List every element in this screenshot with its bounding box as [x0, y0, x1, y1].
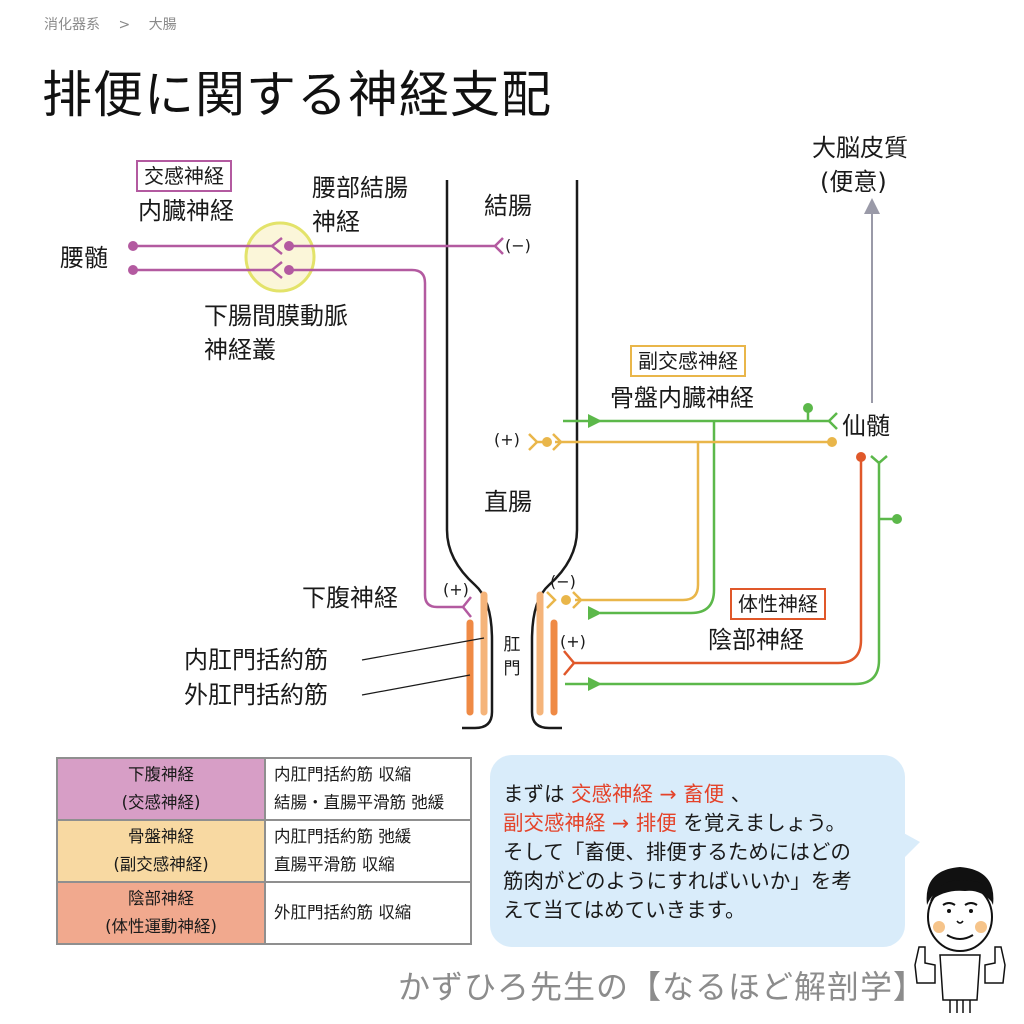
cortex-label-2: (便意) [820, 168, 887, 196]
lumbar-cord-label: 腰髄 [60, 244, 108, 272]
leader-internal [361, 637, 485, 661]
bubble-text-plain: を覚えましょう。 [676, 811, 847, 835]
leader-external [361, 674, 471, 696]
splanchnic-nerve-label: 内臓神経 [138, 197, 234, 225]
effect: 内肛門括約筋 収縮 [274, 765, 412, 784]
anus-label-1: 肛 [503, 635, 521, 655]
breadcrumb: 消化器系 > 大腸 [44, 14, 191, 34]
pudendal-motor-pathway [563, 459, 863, 676]
somatic-box-label: 体性神経 [730, 588, 826, 620]
internal-inhibit-sign: (−) [550, 572, 576, 591]
pelvic-node [803, 403, 813, 413]
pelvic-arrow-bottom [588, 606, 602, 620]
breadcrumb-item-digestive[interactable]: 消化器系 [44, 17, 100, 33]
colon-inhibit-sign: (−) [505, 236, 531, 255]
effect: 結腸・直腸平滑筋 弛緩 [274, 793, 445, 812]
bubble-text-highlight: 交感神経 → 畜便 [571, 782, 725, 806]
nerve-function-table: 下腹神経 (交感神経) 内肛門括約筋 収縮 結腸・直腸平滑筋 弛緩 骨盤神経 (… [56, 757, 472, 945]
nerve-type: (体性運動神経) [105, 917, 217, 936]
rectum-excite-sign: (+) [494, 430, 520, 449]
external-sphincter-label: 外肛門括約筋 [184, 681, 328, 709]
plexus-label-2: 神経叢 [204, 336, 276, 364]
effect: 内肛門括約筋 弛緩 [274, 827, 412, 846]
table-cell-nerve: 骨盤神経 (副交感神経) [56, 819, 266, 883]
bubble-text-line: そして「畜便、排便するためにはどの [503, 840, 851, 864]
bubble-text-plain: まずは [503, 782, 572, 806]
pelvic-sensory-pathway [563, 410, 838, 615]
table-cell-effects: 内肛門括約筋 弛緩 直腸平滑筋 収縮 [264, 819, 472, 883]
parasympathetic-box-label: 副交感神経 [630, 345, 746, 377]
speech-bubble [490, 755, 905, 947]
external-excite-sign: (+) [560, 632, 586, 651]
speech-bubble-tail [880, 820, 920, 882]
nerve-name: 陰部神経 [128, 889, 194, 908]
table-cell-nerve: 陰部神経 (体性運動神経) [56, 881, 266, 945]
pelvic-nerve-label: 骨盤内臓神経 [610, 384, 754, 412]
breadcrumb-separator: > [118, 17, 131, 33]
bubble-text-plain: 、 [724, 782, 752, 806]
brand-footer: かずひろ先生の【なるほど解剖学】 [398, 968, 927, 1006]
pudendal-nerve-label: 陰部神経 [708, 626, 804, 654]
pudendal-sensory-node [892, 514, 902, 524]
colon-right-wall [530, 180, 579, 730]
hypogastric-nerve-label: 下腹神経 [302, 584, 398, 612]
internal-sphincter-label: 内肛門括約筋 [184, 646, 328, 674]
pudendal-motor-node [856, 452, 866, 462]
table-cell-effects: 外肛門括約筋 収縮 [264, 881, 472, 945]
speech-bubble-text: まずは 交感神経 → 畜便 、 副交感神経 → 排便 を覚えましょう。 そして「… [503, 780, 852, 925]
lumbar-colonic-label-2: 神経 [312, 208, 360, 236]
plexus-ganglion [244, 221, 316, 293]
colon-label: 結腸 [484, 192, 532, 220]
rectum-label: 直腸 [484, 488, 532, 516]
table-cell-nerve: 下腹神経 (交感神経) [56, 757, 266, 821]
sympathetic-box-label: 交感神経 [136, 160, 232, 192]
anus-label-2: 門 [503, 659, 521, 679]
plexus-label: 下腸間膜動脈 [204, 302, 348, 330]
cortex-arrowhead [864, 198, 880, 214]
table-row: 陰部神経 (体性運動神経) 外肛門括約筋 収縮 [56, 881, 472, 945]
sympathetic-pathway [133, 237, 504, 618]
effect: 外肛門括約筋 収縮 [274, 903, 412, 922]
pudendal-arrow [588, 677, 602, 691]
cortex-label: 大脳皮質 [812, 134, 908, 162]
nerve-type: (交感神経) [121, 793, 201, 812]
nerve-type: (副交感神経) [113, 855, 209, 874]
colon-left-wall [445, 180, 494, 730]
hypogastric-sign: (+) [443, 580, 469, 599]
table-row: 骨盤神経 (副交感神経) 内肛門括約筋 弛緩 直腸平滑筋 収縮 [56, 819, 472, 883]
bubble-text-highlight: 副交感神経 → 排便 [503, 811, 677, 835]
sympathetic-nodes [128, 241, 294, 275]
sacral-cord-label: 仙髄 [842, 412, 890, 440]
nerve-name: 骨盤神経 [128, 827, 194, 846]
table-cell-effects: 内肛門括約筋 収縮 結腸・直腸平滑筋 弛緩 [264, 757, 472, 821]
effect: 直腸平滑筋 収縮 [274, 855, 395, 874]
page-title: 排便に関する神経支配 [42, 66, 552, 124]
bubble-text-line: 筋肉がどのようにすればいいか」を考 [503, 869, 852, 893]
breadcrumb-item-large-intestine[interactable]: 大腸 [148, 17, 177, 33]
bubble-text-line: えて当てはめていきます。 [503, 898, 746, 922]
thumbs-up-doctor-icon [914, 867, 1006, 1013]
nerve-diagram [128, 180, 902, 730]
pelvic-arrow-top [588, 414, 602, 428]
nerve-name: 下腹神経 [128, 765, 194, 784]
table-row: 下腹神経 (交感神経) 内肛門括約筋 収縮 結腸・直腸平滑筋 弛緩 [56, 757, 472, 821]
pelvic-motor-nodes [542, 437, 837, 605]
lumbar-colonic-label: 腰部結腸 [312, 174, 408, 202]
